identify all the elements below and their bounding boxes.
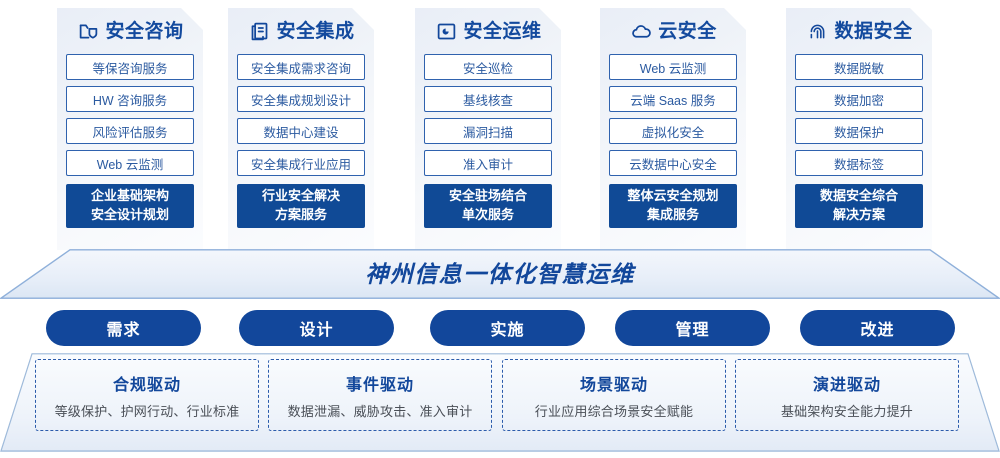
drivers-band xyxy=(0,353,1000,452)
card-item[interactable]: 安全巡检 xyxy=(424,54,552,80)
driver-desc: 数据泄漏、威胁攻击、准入审计 xyxy=(287,403,473,419)
card-item[interactable]: 云数据中心安全 xyxy=(609,150,737,176)
card-header-3: 安全运维 xyxy=(415,8,561,54)
phase-pill-3[interactable]: 实施 xyxy=(430,310,585,346)
card-item[interactable]: 安全集成行业应用 xyxy=(237,150,365,176)
monitor-chart-icon xyxy=(436,21,457,42)
card-item[interactable]: 准入审计 xyxy=(424,150,552,176)
phase-pill-5[interactable]: 改进 xyxy=(800,310,955,346)
card-highlight-line: 企业基础架构 xyxy=(90,188,169,204)
card-item[interactable]: 虚拟化安全 xyxy=(609,118,737,144)
card-item[interactable]: 数据脱敏 xyxy=(795,54,923,80)
card-item[interactable]: 数据保护 xyxy=(795,118,923,144)
card-highlight-line: 行业安全解决 xyxy=(261,188,340,204)
fingerprint-icon xyxy=(807,21,828,42)
phase-pill-2[interactable]: 设计 xyxy=(239,310,394,346)
card-items-1: 等保咨询服务 HW 咨询服务 风险评估服务 Web 云监测 企业基础架构 安全设… xyxy=(57,54,203,228)
card-highlight[interactable]: 行业安全解决 方案服务 xyxy=(237,184,365,228)
card-highlight-line: 整体云安全规划 xyxy=(627,188,719,204)
driver-title: 合规驱动 xyxy=(112,376,181,394)
card-items-3: 安全巡检 基线核查 漏洞扫描 准入审计 安全驻场结合 单次服务 xyxy=(415,54,561,228)
card-items-4: Web 云监测 云端 Saas 服务 虚拟化安全 云数据中心安全 整体云安全规划… xyxy=(600,54,746,228)
card-header-5: 数据安全 xyxy=(786,8,932,54)
card-item[interactable]: 安全集成规划设计 xyxy=(237,86,365,112)
capability-card-4[interactable]: 云安全 Web 云监测 云端 Saas 服务 虚拟化安全 云数据中心安全 整体云… xyxy=(600,8,746,250)
driver-title: 事件驱动 xyxy=(345,376,414,394)
card-highlight-line: 安全驻场结合 xyxy=(448,188,527,204)
card-title-4: 云安全 xyxy=(658,20,717,42)
card-title-2: 安全集成 xyxy=(276,20,355,42)
card-item[interactable]: 基线核查 xyxy=(424,86,552,112)
card-items-5: 数据脱敏 数据加密 数据保护 数据标签 数据安全综合 解决方案 xyxy=(786,54,932,228)
driver-desc: 行业应用综合场景安全赋能 xyxy=(534,403,694,419)
card-highlight[interactable]: 安全驻场结合 单次服务 xyxy=(424,184,552,228)
platform-banner-title: 神州信息一体化智慧运维 xyxy=(365,261,635,287)
card-highlight-line: 解决方案 xyxy=(832,207,885,222)
card-highlight-line: 数据安全综合 xyxy=(819,188,898,204)
capability-card-3[interactable]: 安全运维 安全巡检 基线核查 漏洞扫描 准入审计 安全驻场结合 单次服务 xyxy=(415,8,561,250)
driver-desc: 基础架构安全能力提升 xyxy=(780,403,913,419)
phase-pills: 需求 设计 实施 管理 改进 xyxy=(0,310,1000,346)
card-header-4: 云安全 xyxy=(600,8,746,54)
card-title-3: 安全运维 xyxy=(463,20,542,42)
card-highlight[interactable]: 整体云安全规划 集成服务 xyxy=(609,184,737,228)
driver-box-1[interactable]: 合规驱动 等级保护、护网行动、行业标准 xyxy=(35,359,259,431)
card-title-5: 数据安全 xyxy=(834,20,913,42)
card-item[interactable]: 安全集成需求咨询 xyxy=(237,54,365,80)
card-item[interactable]: 数据标签 xyxy=(795,150,923,176)
card-header-2: 安全集成 xyxy=(228,8,374,54)
drivers-list: 合规驱动 等级保护、护网行动、行业标准 事件驱动 数据泄漏、威胁攻击、准入审计 … xyxy=(0,353,1000,452)
capability-card-2[interactable]: 安全集成 安全集成需求咨询 安全集成规划设计 数据中心建设 安全集成行业应用 行… xyxy=(228,8,374,250)
card-item[interactable]: 数据中心建设 xyxy=(237,118,365,144)
card-item[interactable]: 云端 Saas 服务 xyxy=(609,86,737,112)
card-highlight-line: 单次服务 xyxy=(461,207,514,222)
card-item[interactable]: 漏洞扫描 xyxy=(424,118,552,144)
card-highlight-line: 集成服务 xyxy=(646,207,699,222)
capability-columns: 安全咨询 等保咨询服务 HW 咨询服务 风险评估服务 Web 云监测 企业基础架… xyxy=(0,8,1000,256)
driver-title: 演进驱动 xyxy=(812,376,881,394)
cloud-icon xyxy=(631,21,652,42)
card-item[interactable]: 等保咨询服务 xyxy=(66,54,194,80)
card-highlight-line: 方案服务 xyxy=(274,207,327,222)
card-item[interactable]: 数据加密 xyxy=(795,86,923,112)
phase-pill-1[interactable]: 需求 xyxy=(46,310,201,346)
card-highlight[interactable]: 企业基础架构 安全设计规划 xyxy=(66,184,194,228)
card-item[interactable]: Web 云监测 xyxy=(66,150,194,176)
driver-desc: 等级保护、护网行动、行业标准 xyxy=(54,403,240,419)
card-item[interactable]: HW 咨询服务 xyxy=(66,86,194,112)
card-item[interactable]: Web 云监测 xyxy=(609,54,737,80)
driver-box-4[interactable]: 演进驱动 基础架构安全能力提升 xyxy=(735,359,959,431)
card-highlight-line: 安全设计规划 xyxy=(90,207,169,222)
folder-shield-icon xyxy=(78,21,99,42)
card-title-1: 安全咨询 xyxy=(105,20,184,42)
stacked-documents-icon xyxy=(249,21,270,42)
platform-banner: 神州信息一体化智慧运维 xyxy=(0,249,1000,299)
phase-pill-4[interactable]: 管理 xyxy=(615,310,770,346)
card-highlight[interactable]: 数据安全综合 解决方案 xyxy=(795,184,923,228)
capability-card-1[interactable]: 安全咨询 等保咨询服务 HW 咨询服务 风险评估服务 Web 云监测 企业基础架… xyxy=(57,8,203,250)
driver-box-2[interactable]: 事件驱动 数据泄漏、威胁攻击、准入审计 xyxy=(268,359,492,431)
card-header-1: 安全咨询 xyxy=(57,8,203,54)
driver-title: 场景驱动 xyxy=(579,376,648,394)
driver-box-3[interactable]: 场景驱动 行业应用综合场景安全赋能 xyxy=(502,359,726,431)
capability-card-5[interactable]: 数据安全 数据脱敏 数据加密 数据保护 数据标签 数据安全综合 解决方案 xyxy=(786,8,932,250)
card-items-2: 安全集成需求咨询 安全集成规划设计 数据中心建设 安全集成行业应用 行业安全解决… xyxy=(228,54,374,228)
card-item[interactable]: 风险评估服务 xyxy=(66,118,194,144)
drivers-band-outline xyxy=(0,353,1000,452)
